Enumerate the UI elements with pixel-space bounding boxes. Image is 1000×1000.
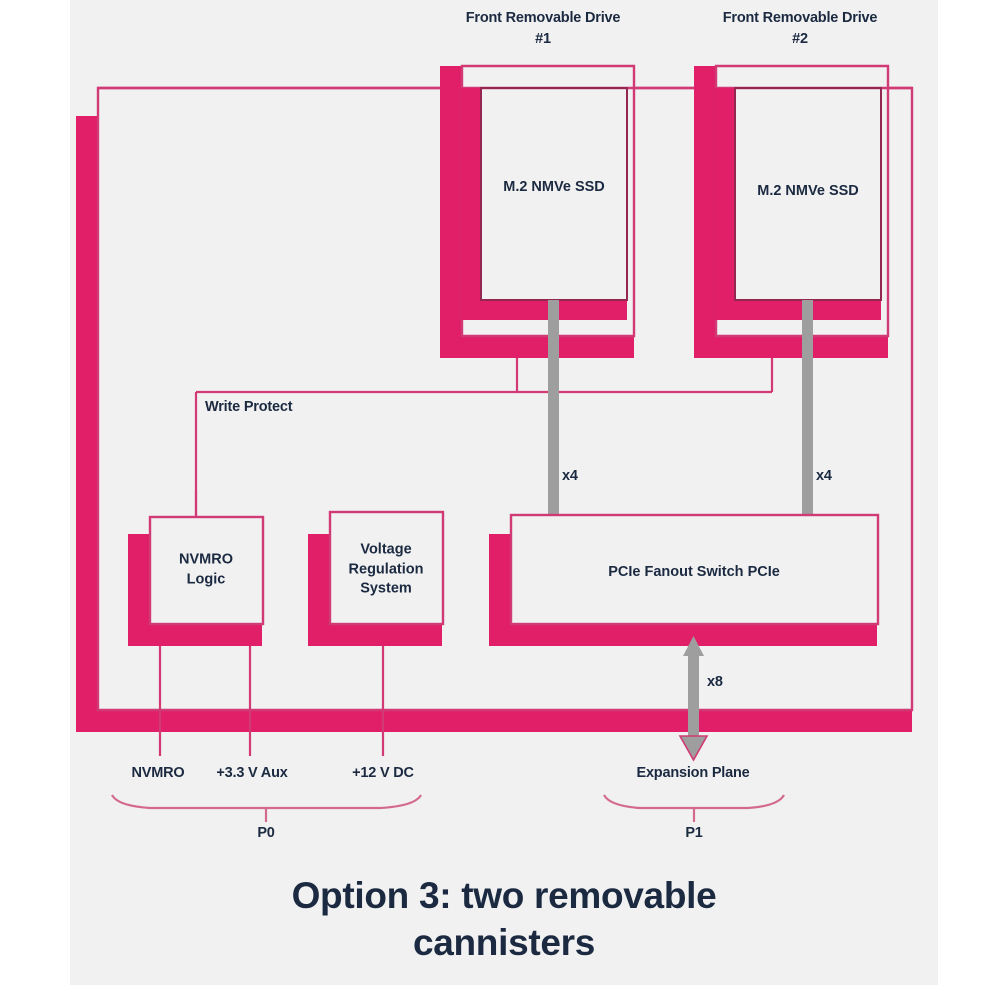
- diagram-panel: [70, 0, 938, 985]
- cannister-2: [694, 64, 890, 358]
- lane-label-x4-drive-2: x4: [816, 468, 832, 484]
- expansion-bus-x8: [678, 636, 709, 762]
- connector-label-p0: P0: [257, 825, 275, 841]
- cannister-1-outline: [460, 64, 636, 338]
- connector-label-p1: P1: [685, 825, 703, 841]
- nvmro-logic-block: [128, 515, 265, 646]
- ssd-2-outline: [734, 87, 882, 301]
- ssd-1-outline: [480, 87, 628, 301]
- pin-feed-lines: [158, 490, 385, 756]
- diagram-title-line2: cannisters: [412, 922, 596, 964]
- ssd-1: [461, 87, 628, 320]
- nvmro-logic-label: NVMRO Logic: [179, 551, 233, 587]
- pin-label-12v-dc: +12 V DC: [352, 765, 414, 781]
- outer-frame-shadow: [76, 116, 912, 732]
- lane-label-x8: x8: [707, 674, 723, 690]
- voltage-regulation-label: Voltage Regulation System: [348, 541, 424, 597]
- cannister-1-header-line2: #1: [535, 31, 551, 47]
- connector-bracket-p0: [111, 794, 422, 822]
- cannister-1: [440, 64, 636, 358]
- diagram-title-line1: Option 3: two removable: [291, 875, 717, 916]
- voltage-regulation-block: [308, 510, 445, 646]
- connector-bracket-p1: [603, 794, 785, 822]
- ssd-2-label: M.2 NMVe SSD: [757, 183, 859, 200]
- pin-label-expansion-plane: Expansion Plane: [636, 765, 750, 781]
- ssd-2: [715, 87, 882, 320]
- cannister-1-header-line1: Front Removable Drive: [465, 10, 621, 26]
- write-protect-label: Write Protect: [205, 399, 293, 415]
- ssd-1-label: M.2 NMVe SSD: [503, 179, 605, 196]
- cannister-2-header-line1: Front Removable Drive: [722, 10, 878, 26]
- pcie-fanout-switch-block: [489, 513, 880, 646]
- pcie-lane-bus-1: [548, 300, 559, 518]
- diagram-title: Option 3: two removable cannisters: [70, 872, 938, 967]
- pin-label-nvmro: NVMRO: [131, 765, 185, 781]
- pin-label-3v3-aux: +3.3 V Aux: [216, 765, 288, 781]
- write-protect-net: [194, 330, 774, 520]
- lane-label-x4-drive-1: x4: [562, 468, 578, 484]
- pcie-fanout-switch-label: PCIe Fanout Switch PCIe: [608, 564, 780, 581]
- cannister-2-header-line2: #2: [792, 31, 808, 47]
- pcie-lane-bus-2: [802, 300, 813, 518]
